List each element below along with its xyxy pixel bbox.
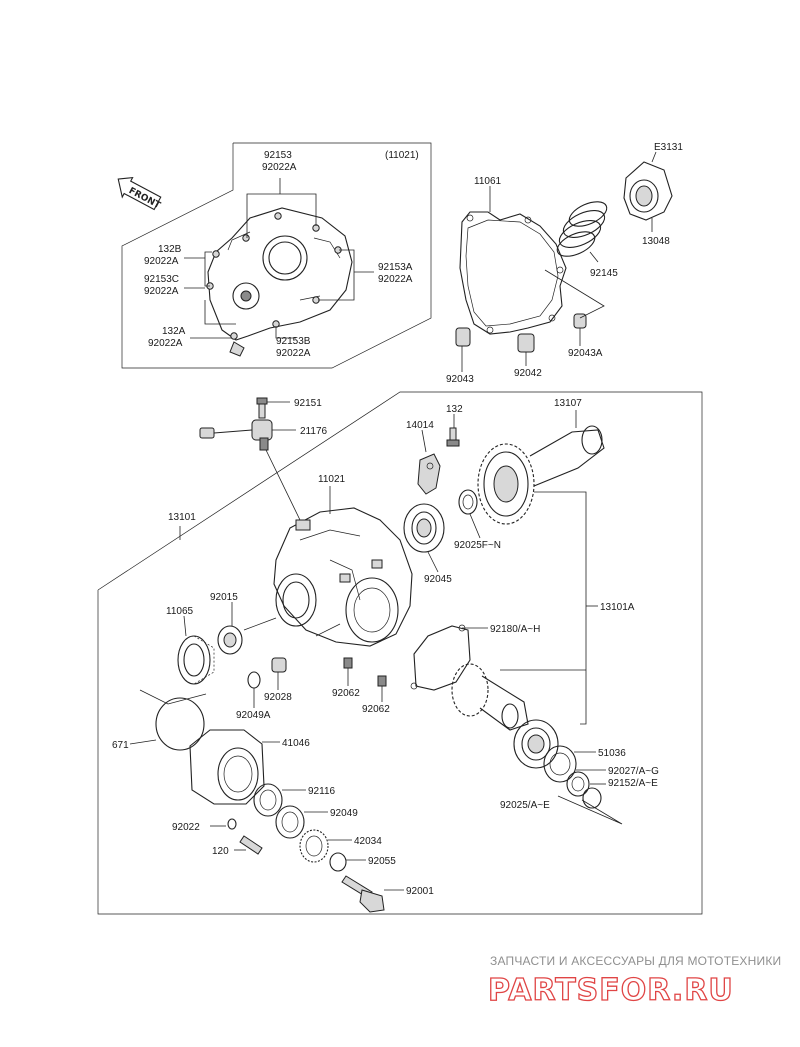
label-13048: 13048 (642, 236, 670, 247)
label-42034: 42034 (354, 836, 382, 847)
nut-92015-drawing (217, 602, 277, 655)
label-92025FN: 92025F~N (454, 540, 501, 551)
label-92049: 92049 (330, 808, 358, 819)
label-92151: 92151 (294, 398, 322, 409)
label-13101A: 13101A (600, 602, 635, 613)
bolt-132-drawing (446, 414, 460, 447)
plug-92062-a-drawing (343, 657, 353, 686)
watermark-tagline: ЗАПЧАСТИ И АКСЕССУАРЫ ДЛЯ МОТОТЕХНИКИ (490, 954, 781, 968)
plug-92062-b-drawing (377, 675, 387, 702)
label-92022A-right: 92022A (378, 274, 413, 285)
washer-92025FN-drawing (458, 489, 481, 539)
spacer-92152-drawing (566, 771, 606, 797)
label-132B: 132B (158, 244, 182, 255)
gear-42034-drawing (299, 829, 352, 863)
circlip-92025AE-drawing (557, 787, 623, 825)
label-92025AE: 92025/A~E (500, 800, 550, 811)
label-14014: 14014 (406, 420, 434, 431)
label-92043: 92043 (446, 374, 474, 385)
bolt-92001-drawing (341, 875, 404, 913)
label-92042: 92042 (514, 368, 542, 379)
label-92045: 92045 (424, 574, 452, 585)
label-92153C: 92153C (144, 274, 179, 285)
label-92022A-top: 92022A (262, 162, 297, 173)
washer-92022-drawing (210, 818, 237, 830)
coupler-13048-drawing (623, 151, 673, 232)
label-132: 132 (446, 404, 463, 415)
bearing-92045-drawing (403, 503, 445, 573)
watermark: ЗАПЧАСТИ И АКСЕССУАРЫ ДЛЯ МОТОТЕХНИКИ PA… (487, 954, 781, 1009)
label-92015: 92015 (210, 592, 238, 603)
label-92027: 92027/A~G (608, 766, 659, 777)
label-11065: 11065 (166, 606, 194, 617)
label-92022A-left-1: 92022A (144, 256, 179, 267)
label-92153A: 92153A (378, 262, 413, 273)
washer-92049A-drawing (247, 671, 261, 708)
dowel-92042-drawing (517, 333, 535, 366)
label-92043A: 92043A (568, 348, 603, 359)
dowel-92043A-drawing (544, 269, 605, 346)
spring-92145-drawing (556, 201, 608, 263)
label-92180: 92180/A~H (490, 624, 540, 635)
label-21176: 21176 (300, 426, 328, 437)
label-13101: 13101 (168, 512, 196, 523)
assembly-box (97, 391, 703, 915)
inset-box: (11021) (121, 142, 432, 369)
label-120: 120 (212, 846, 229, 857)
label-11061: 11061 (474, 176, 502, 187)
sensor-21176-drawing (199, 419, 301, 521)
seal-92116-drawing (253, 783, 306, 817)
label-92062-a: 92062 (332, 688, 360, 699)
bolt-92151-drawing (256, 397, 290, 419)
label-92152: 92152/A~E (608, 778, 658, 789)
label-92028: 92028 (264, 692, 292, 703)
gasket-11061-drawing (459, 186, 567, 335)
label-92055: 92055 (368, 856, 396, 867)
bearing-51036-drawing (513, 719, 596, 769)
front-arrow-icon: FRONT (117, 176, 163, 211)
label-92049A: 92049A (236, 710, 271, 721)
seal-92049-drawing (275, 805, 328, 839)
label-13107: 13107 (554, 398, 582, 409)
label-92022A-left-3: 92022A (148, 338, 183, 349)
bearing-11065-drawing (177, 615, 215, 685)
label-92022: 92022 (172, 822, 200, 833)
inset-label: (11021) (385, 150, 419, 161)
bracket-13101A-lines (500, 491, 598, 725)
label-92153B: 92153B (276, 336, 311, 347)
pinion-gear-drawing (451, 663, 529, 731)
oring-671-drawing (129, 689, 207, 751)
housing-11021-drawing (273, 486, 413, 647)
label-41046: 41046 (282, 738, 310, 749)
label-92145: 92145 (590, 268, 618, 279)
label-132A: 132A (162, 326, 186, 337)
label-92022A-bottom: 92022A (276, 348, 311, 359)
label-92022A-left-2: 92022A (144, 286, 179, 297)
diagram-code: E3131 (654, 142, 683, 153)
label-92062-b: 92062 (362, 704, 390, 715)
label-671: 671 (112, 740, 129, 751)
inset-leaders (184, 178, 374, 339)
label-11021: 11021 (318, 474, 346, 485)
label-51036: 51036 (598, 748, 626, 759)
label-92116: 92116 (308, 786, 336, 797)
bolt-120-drawing (234, 835, 263, 855)
bracket-14014-drawing (417, 429, 441, 495)
label-92153: 92153 (264, 150, 292, 161)
oring-92055-drawing (329, 852, 366, 872)
gear-13107-drawing (477, 410, 605, 525)
dowel-92043-drawing (455, 327, 471, 372)
collar-92028-drawing (271, 657, 287, 690)
shim-92027-drawing (543, 745, 606, 783)
cover-plate-drawing (206, 207, 353, 357)
hub-41046-drawing (189, 729, 280, 805)
shim-92180-drawing (410, 624, 488, 691)
watermark-brand: PARTSFOR.RU (488, 973, 734, 1008)
label-92001: 92001 (406, 886, 434, 897)
